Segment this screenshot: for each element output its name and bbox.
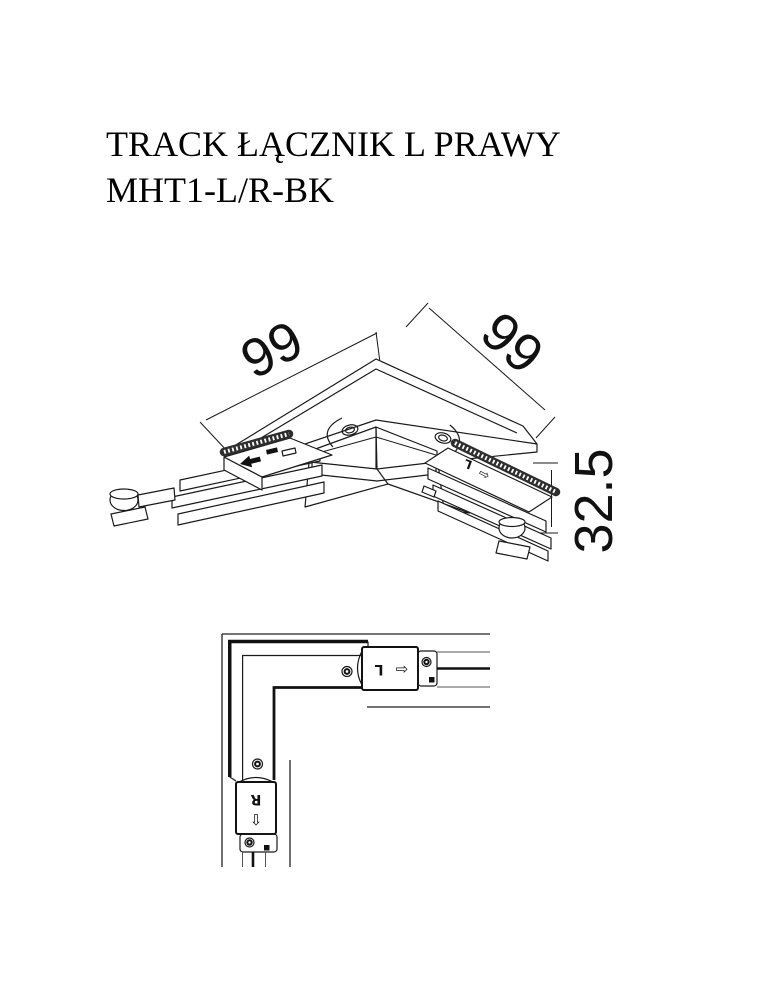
cap-notch	[264, 845, 270, 851]
screw-icon	[421, 656, 432, 668]
connector-nose	[361, 646, 419, 691]
extension-line	[535, 416, 556, 439]
knurl-ribs	[454, 441, 557, 494]
knurl-ribs	[223, 432, 290, 454]
end-cap	[239, 833, 278, 853]
top-face	[424, 447, 553, 513]
horizontal-arm: L ⇨	[356, 646, 490, 708]
band-step	[229, 776, 237, 782]
gasket-band	[228, 639, 368, 777]
dimension-lines	[199, 302, 558, 534]
title-block: TRACK ŁĄCZNIK L PRAWY MHT1-L/R-BK	[106, 121, 561, 213]
scallop-arc	[238, 776, 274, 783]
product-title: TRACK ŁĄCZNIK L PRAWY	[106, 124, 561, 164]
dim-label-left: 99	[232, 310, 313, 391]
screw-icon	[244, 837, 255, 848]
dimension-line-right	[428, 307, 546, 411]
plate-notch-arc	[326, 417, 343, 448]
screw-hole	[341, 424, 359, 436]
inner-corner-band	[272, 686, 362, 780]
iso-view: 99 99 32.5	[109, 301, 624, 562]
bridge-clamp	[137, 487, 176, 508]
brand-mark	[266, 447, 278, 455]
phase-letter: L	[374, 661, 383, 677]
dimension-line-left	[205, 332, 378, 421]
mounting-lug	[495, 516, 531, 560]
plan-view: L ⇨ R ⇩	[221, 633, 490, 867]
top-face	[223, 437, 333, 478]
mounting-lug	[109, 488, 149, 527]
plate-back-rim	[230, 368, 518, 457]
clip-tab	[281, 447, 297, 457]
vertical-arm: R ⇩	[235, 760, 291, 867]
slab	[177, 481, 325, 526]
clip-tab	[421, 485, 437, 498]
extension-line	[199, 421, 229, 453]
right-connector-end: L ⇨	[421, 438, 561, 562]
scallop-arc	[356, 650, 363, 686]
screw-icon	[251, 758, 264, 770]
feed-direction-arrow: ⇩	[250, 811, 263, 829]
feed-direction-arrow: ⇨	[396, 660, 409, 678]
slab	[427, 467, 547, 533]
dim-label-height: 32.5	[564, 448, 624, 553]
screw-hole	[434, 432, 452, 444]
slab	[171, 464, 323, 509]
dim-label-right: 99	[470, 301, 555, 386]
cap-notch	[429, 677, 435, 683]
left-connector-end	[109, 429, 333, 527]
direction-arrow-icon	[240, 455, 261, 468]
phase-letter: R	[250, 791, 261, 807]
housing-outline	[242, 654, 362, 781]
screw-icon	[341, 665, 353, 678]
product-code: MHT1-L/R-BK	[106, 170, 334, 210]
extension-line	[405, 302, 429, 328]
